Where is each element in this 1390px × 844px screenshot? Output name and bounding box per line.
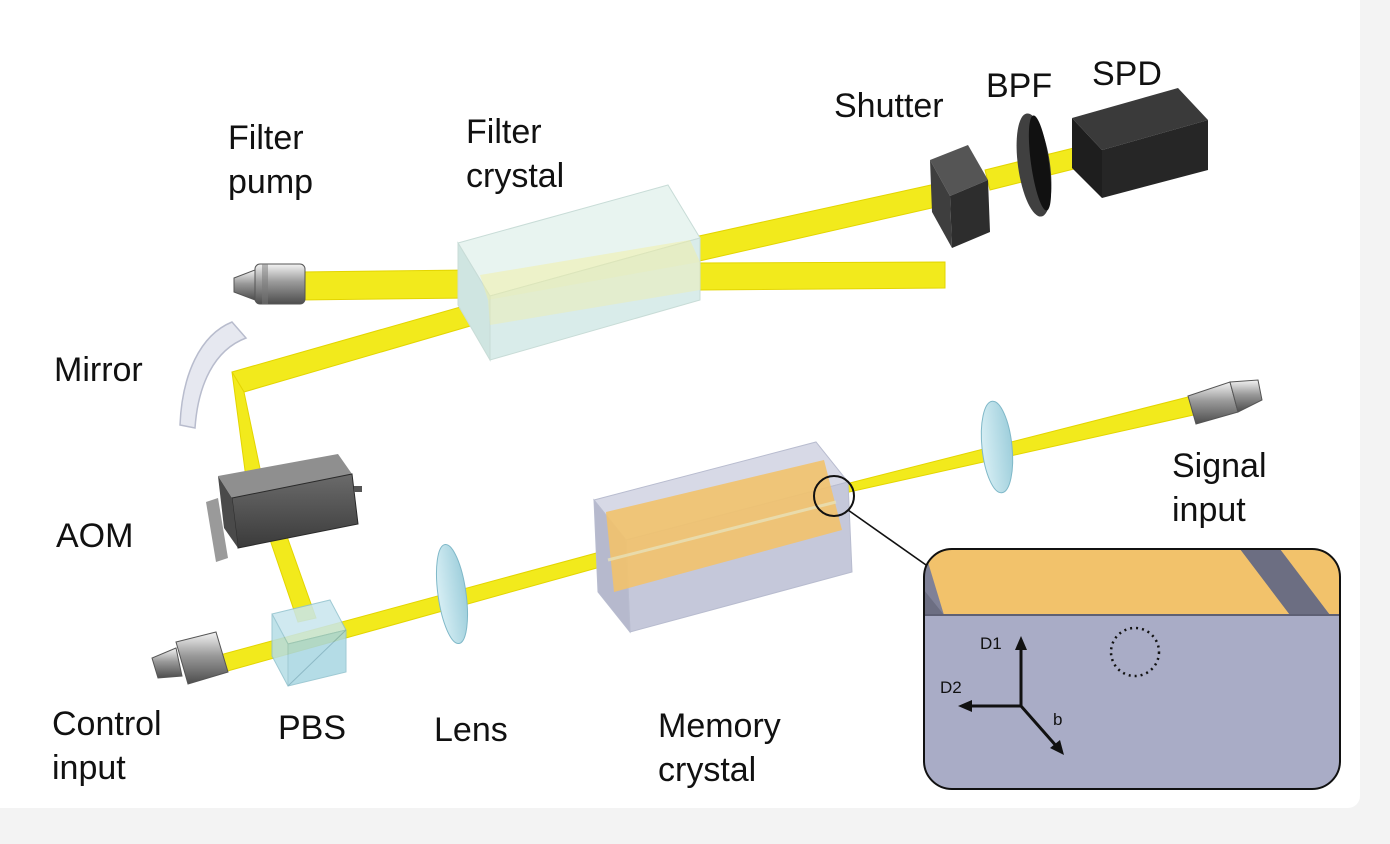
filter-crystal <box>457 184 701 362</box>
label-pbs: PBS <box>278 709 347 747</box>
label-bpf: BPF <box>986 67 1053 105</box>
polarizing-beam-splitter <box>271 599 347 687</box>
optical-layout <box>151 88 1341 790</box>
label-filter-crystal: Filter crystal <box>466 110 564 198</box>
crystal-inset <box>923 548 1341 790</box>
label-control-input: Control input <box>52 702 162 790</box>
label-lens: Lens <box>434 711 508 749</box>
control-input-collimator <box>151 631 229 685</box>
acousto-optic-modulator <box>206 454 362 562</box>
shutter <box>930 145 990 248</box>
memory-crystal <box>593 441 853 634</box>
label-aom: AOM <box>56 517 134 555</box>
zoom-marker <box>813 475 937 573</box>
label-filter-pump-line1: Filter <box>228 119 304 157</box>
beam-mirror-to-filter <box>231 301 485 393</box>
bandpass-filter <box>1016 113 1052 217</box>
label-filter-pump-line2: pump <box>228 163 314 201</box>
label-spd: SPD <box>1092 55 1162 93</box>
label-memory-crystal-line2: crystal <box>658 751 757 789</box>
signal-input-collimator <box>1187 379 1263 425</box>
label-filter-crystal-line2: crystal <box>466 157 565 195</box>
label-shutter: Shutter <box>834 87 944 125</box>
beam-filter-exit <box>694 261 946 291</box>
lens-control <box>435 543 469 645</box>
beam-filter-pump <box>299 269 471 301</box>
label-mirror: Mirror <box>54 351 143 389</box>
single-photon-detector <box>1072 88 1208 198</box>
label-signal-input-line1: Signal <box>1172 447 1267 485</box>
label-control-input-line1: Control <box>52 705 162 743</box>
label-signal-input: Signal input <box>1172 444 1267 532</box>
inset-axis-d2: D2 <box>940 678 962 697</box>
lens-signal <box>980 400 1014 494</box>
filter-pump-collimator <box>233 263 306 305</box>
beam-to-shutter <box>689 182 946 263</box>
beam-signal <box>829 395 1199 496</box>
inset-axis-d1: D1 <box>980 634 1002 653</box>
label-memory-crystal: Memory crystal <box>658 704 781 792</box>
label-filter-pump: Filter pump <box>228 116 313 204</box>
label-control-input-line2: input <box>52 749 126 787</box>
mirror <box>179 321 248 429</box>
setup-diagram: Filter pump Filter crystal Shutter BPF S… <box>0 0 1360 808</box>
label-signal-input-line2: input <box>1172 491 1246 529</box>
label-memory-crystal-line1: Memory <box>658 707 781 745</box>
label-filter-crystal-line1: Filter <box>466 113 542 151</box>
inset-axis-b: b <box>1053 710 1063 729</box>
